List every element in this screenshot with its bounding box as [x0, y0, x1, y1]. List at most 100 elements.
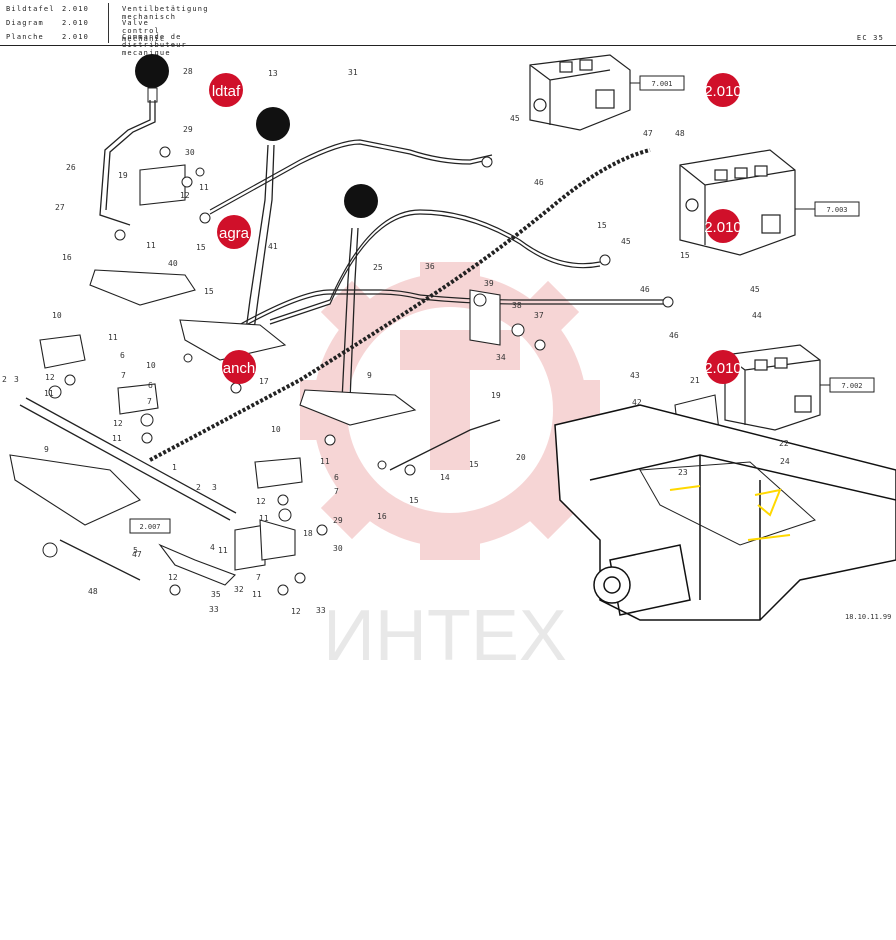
part-number: 16 — [377, 512, 387, 521]
part-number: 1 — [172, 463, 177, 472]
reference-boxes: 7.001 7.003 7.002 2.007 — [129, 75, 875, 534]
part-number: 44 — [752, 311, 762, 320]
part-number: 15 — [204, 287, 214, 296]
knob-icon — [344, 184, 378, 218]
part-number: 24 — [780, 457, 790, 466]
part-number: 32 — [234, 585, 244, 594]
header-rule — [0, 45, 896, 46]
cable-31 — [209, 139, 493, 211]
title-label: Planche — [6, 33, 44, 41]
part-number: 9 — [44, 445, 49, 454]
part-number: 29 — [183, 125, 193, 134]
part-number: 11 — [112, 434, 122, 443]
part-number: 40 — [168, 259, 178, 268]
part-number: 12 — [168, 573, 178, 582]
part-number: 43 — [630, 371, 640, 380]
part-number: 11 — [252, 590, 262, 599]
part-number: 27 — [55, 203, 65, 212]
control-levers — [99, 100, 359, 401]
valve-block-7002-icon — [724, 344, 821, 431]
part-number: 6 — [334, 473, 339, 482]
svg-text:7.002: 7.002 — [841, 382, 862, 390]
part-number: 16 — [62, 253, 72, 262]
lever-9 — [341, 227, 353, 401]
part-number: 26 — [66, 163, 76, 172]
pedal-plate-24 — [179, 319, 287, 361]
part-number: 12 — [113, 419, 123, 428]
part-number: 7 — [256, 573, 261, 582]
svg-text:ldtaf: ldtaf — [212, 83, 241, 100]
part-number: 5 — [133, 546, 138, 555]
part-number: 15 — [196, 243, 206, 252]
part-number: 11 — [218, 546, 228, 555]
highlight-marks — [669, 485, 791, 541]
fasteners — [42, 146, 674, 596]
part-number: 48 — [88, 587, 98, 596]
flexible-cable-36 — [149, 148, 651, 462]
part-number: 30 — [185, 148, 195, 157]
bracket-18 — [259, 519, 296, 561]
watermark-center-mark — [400, 330, 520, 470]
part-number: 6 — [120, 351, 125, 360]
title-description: Ventilbetätigung mechanisch — [122, 5, 209, 21]
part-number: 2 — [2, 375, 7, 384]
lever-knobs — [135, 54, 378, 218]
badge-1: ldtaf — [209, 73, 243, 107]
shaft-1 — [19, 404, 231, 521]
badge-3: agra — [217, 215, 251, 249]
part-number: 45 — [750, 285, 760, 294]
svg-text:agra: agra — [219, 225, 250, 242]
date-code: 18.10.11.99 — [845, 613, 891, 621]
badge-4: 2.010 — [704, 209, 742, 243]
pedal-5 — [158, 543, 236, 586]
shafts — [19, 397, 501, 581]
valve-blocks — [529, 54, 821, 431]
page-code: EC 35 — [856, 34, 884, 42]
part-number: 10 — [146, 361, 156, 370]
part-number: 28 — [183, 67, 193, 76]
part-number: 3 — [212, 483, 217, 492]
title-label: Diagram — [6, 19, 44, 27]
part-number: 21 — [690, 376, 700, 385]
part-number: 33 — [209, 605, 219, 614]
part-number: 10 — [52, 311, 62, 320]
svg-text:2.010: 2.010 — [704, 360, 742, 377]
control-cables — [209, 139, 670, 335]
title-block: Bildtafel 2.010 Ventilbetätigung mechani… — [0, 0, 896, 57]
part-number: 12 — [256, 497, 266, 506]
part-number: 35 — [211, 590, 221, 599]
part-number: 19 — [491, 391, 501, 400]
part-number: 46 — [534, 178, 544, 187]
bracket-19 — [139, 164, 186, 206]
part-number: 13 — [268, 69, 278, 78]
part-number: 45 — [621, 237, 631, 246]
title-description: Valve control mechanic — [122, 19, 166, 43]
part-number: 12 — [291, 607, 301, 616]
badge-6: 2.010 — [704, 350, 742, 384]
part-number: 47 — [643, 129, 653, 138]
badge-2: 2.010 — [704, 73, 742, 107]
svg-text:anch: anch — [223, 360, 256, 377]
part-number: 20 — [516, 453, 526, 462]
part-number: 10 — [271, 425, 281, 434]
diagram-number: 2.010 — [62, 5, 90, 13]
part-number: 30 — [333, 544, 343, 553]
part-number: 11 — [44, 389, 54, 398]
ref-box-7002: 7.002 — [820, 377, 875, 393]
watermark: ИНТЕХ — [300, 262, 600, 676]
part-number: 46 — [640, 285, 650, 294]
part-number: 11 — [146, 241, 156, 250]
part-number: 45 — [510, 114, 520, 123]
svg-text:7.001: 7.001 — [651, 80, 672, 88]
part-number: 22 — [779, 439, 789, 448]
part-number: 12 — [180, 191, 190, 200]
pedal-9-lower — [9, 454, 141, 526]
svg-text:2.010: 2.010 — [704, 83, 742, 100]
knob-icon — [135, 54, 169, 88]
ref-box-7001: 7.001 — [630, 75, 685, 91]
ref-box-7003: 7.003 — [795, 201, 860, 217]
part-number: 7 — [121, 371, 126, 380]
part-number: 2 — [196, 483, 201, 492]
